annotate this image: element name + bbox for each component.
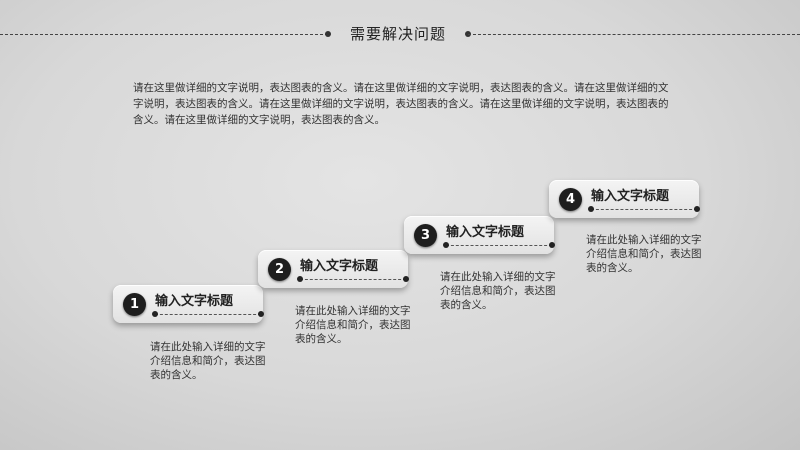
header-divider-right (468, 34, 800, 35)
step-title: 输入文字标题 (446, 225, 525, 240)
step-underline-dot (152, 311, 158, 317)
step-underline-dot (403, 276, 409, 282)
step-underline (300, 279, 406, 280)
step-underline-dot (549, 242, 555, 248)
step-underline-dot (443, 242, 449, 248)
step-description-1: 请在此处输入详细的文字介绍信息和简介，表达图表的含义。 (150, 341, 266, 381)
step-number-badge: 2 (268, 258, 291, 281)
step-number-badge: 4 (559, 188, 582, 211)
header-divider-left (0, 34, 328, 35)
step-description-2: 请在此处输入详细的文字介绍信息和简介，表达图表的含义。 (295, 305, 411, 345)
step-underline-dot (297, 276, 303, 282)
header-dot-left (325, 31, 331, 37)
step-underline-dot (694, 206, 700, 212)
step-number-badge: 1 (123, 293, 146, 316)
step-card-2: 2 输入文字标题 (258, 250, 409, 288)
step-underline (591, 209, 697, 210)
step-title: 输入文字标题 (300, 259, 379, 274)
step-title: 输入文字标题 (155, 294, 234, 309)
step-number-badge: 3 (414, 224, 437, 247)
step-title: 输入文字标题 (591, 189, 670, 204)
step-underline-dot (258, 311, 264, 317)
page-header: 需要解决问题 (0, 22, 800, 46)
step-description-4: 请在此处输入详细的文字介绍信息和简介，表达图表的含义。 (586, 234, 702, 274)
step-underline (155, 314, 261, 315)
step-card-4: 4 输入文字标题 (549, 180, 700, 218)
step-card-1: 1 输入文字标题 (113, 285, 264, 323)
step-underline-dot (588, 206, 594, 212)
page-title: 需要解决问题 (349, 25, 446, 43)
step-underline (446, 245, 552, 246)
step-description-3: 请在此处输入详细的文字介绍信息和简介，表达图表的含义。 (440, 271, 556, 311)
step-card-3: 3 输入文字标题 (404, 216, 555, 254)
intro-text: 请在这里做详细的文字说明，表达图表的含义。请在这里做详细的文字说明，表达图表的含… (133, 82, 669, 126)
